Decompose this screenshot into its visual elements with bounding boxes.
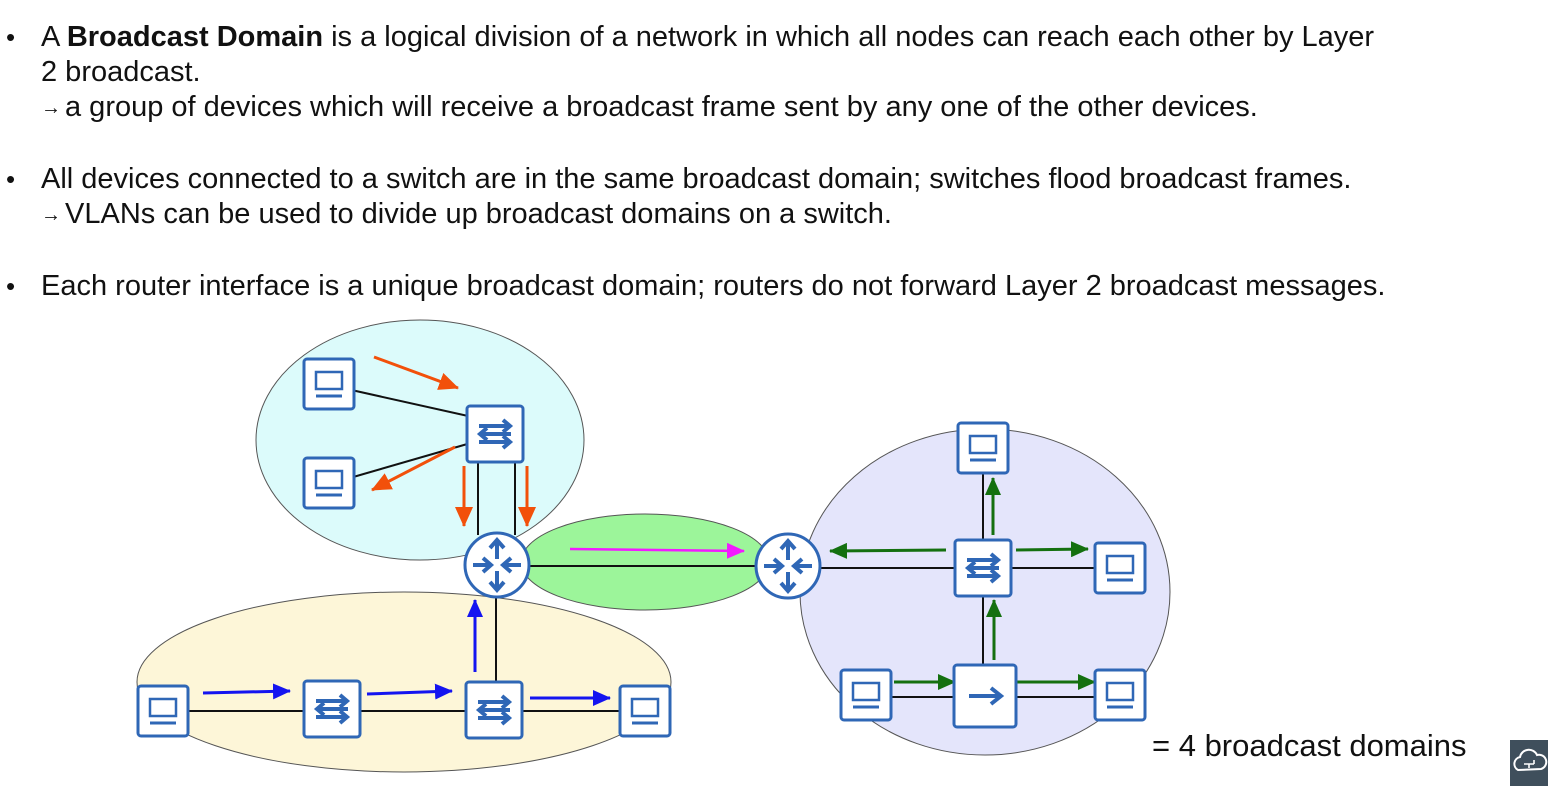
- pc-icon: [956, 421, 1010, 475]
- bullet-2-line-2: →VLANs can be used to divide up broadcas…: [41, 197, 892, 235]
- sub-arrow-icon: →: [41, 204, 61, 226]
- pc-icon: [839, 668, 893, 722]
- broadcast-arrow: [366, 683, 453, 700]
- bullet-1-term: Broadcast Domain: [66, 21, 324, 53]
- bullet-3-line-1: Each router interface is a unique broadc…: [41, 270, 1386, 302]
- pc-icon: [136, 684, 190, 738]
- broadcast-arrow: [373, 355, 459, 390]
- broadcast-arrow: [569, 542, 745, 559]
- bullet-1-rest: is a logical division of a network in wh…: [323, 21, 1375, 53]
- switch-icon: [953, 538, 1013, 598]
- bullet-1-line-3: →a group of devices which will receive a…: [41, 90, 1258, 128]
- bullet-dot: •: [6, 22, 16, 52]
- bullet-1-sub-text: a group of devices which will receive a …: [65, 91, 1258, 123]
- broadcast-domain-cyan: [255, 319, 585, 561]
- switch-icon: [465, 404, 525, 464]
- flow-arrows: [202, 355, 1096, 706]
- pc-icon: [1093, 541, 1147, 595]
- bullet-1-prefix: A: [41, 21, 67, 53]
- broadcast-arrow: [371, 445, 456, 492]
- sub-arrow-icon: →: [41, 97, 61, 119]
- bullet-dot: •: [6, 164, 16, 194]
- pc-icon: [618, 684, 672, 738]
- bullet-1-line-1: A Broadcast Domain is a logical division…: [41, 20, 1374, 55]
- pc-icon: [302, 456, 356, 510]
- broadcast-arrow: [1015, 541, 1089, 558]
- bullet-2-sub-text: VLANs can be used to divide up broadcast…: [65, 198, 892, 230]
- broadcast-domain-green: [520, 513, 770, 611]
- broadcast-arrow: [202, 683, 291, 700]
- switch-icon: [302, 679, 362, 739]
- pc-icon: [302, 357, 356, 411]
- broadcast-arrow: [829, 542, 947, 559]
- bullet-dot: •: [6, 271, 16, 301]
- pc-icon: [1093, 668, 1147, 722]
- broadcast-domain-yellow: [136, 591, 672, 773]
- bullet-1-line-2: 2 broadcast.: [41, 56, 201, 88]
- summary-text: = 4 broadcast domains: [1152, 728, 1467, 763]
- cloud-logo-icon: [1510, 740, 1548, 786]
- router-icon: [754, 532, 822, 600]
- bullet-2-line-1: All devices connected to a switch are in…: [41, 163, 1352, 195]
- firewall-icon: [952, 663, 1018, 729]
- switch-icon: [464, 680, 524, 740]
- router-icon: [463, 531, 531, 599]
